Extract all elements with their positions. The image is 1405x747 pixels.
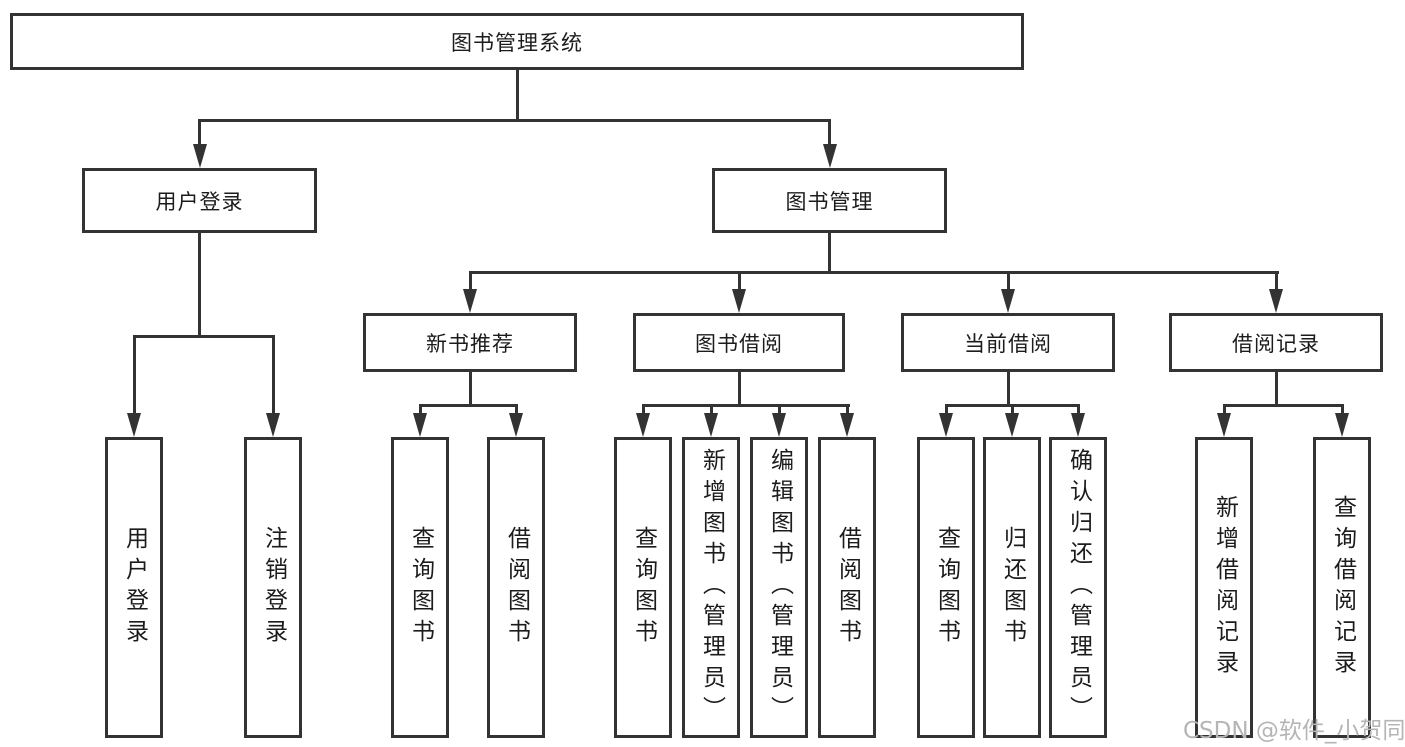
arrow-shaft bbox=[1010, 406, 1014, 419]
arrow-to-book-borrow bbox=[732, 273, 746, 313]
arrow-shaft bbox=[418, 406, 422, 419]
node-book-management: 图书管理 bbox=[712, 168, 947, 233]
arrow-shaft bbox=[1222, 406, 1226, 419]
arrow-head-icon bbox=[509, 413, 523, 437]
arrow-shaft bbox=[1274, 273, 1278, 295]
arrow-shaft bbox=[132, 337, 136, 419]
arrow-shaft bbox=[1006, 273, 1010, 295]
arrow-to-current-query bbox=[939, 406, 953, 437]
arrow-head-icon bbox=[463, 289, 477, 313]
arrow-to-login-leaf bbox=[127, 337, 141, 437]
leaf-user-login: 用户登录 bbox=[105, 437, 163, 738]
arrow-head-icon bbox=[636, 413, 650, 437]
arrow-to-current-borrow bbox=[1001, 273, 1015, 313]
connector-user-login-stem bbox=[198, 233, 201, 338]
arrow-to-borrow-add bbox=[704, 406, 718, 437]
connector-current-stem bbox=[1006, 372, 1010, 407]
leaf-recommend-borrow: 借阅图书 bbox=[487, 437, 545, 738]
arrow-shaft bbox=[944, 406, 948, 419]
arrow-head-icon bbox=[732, 289, 746, 313]
arrow-head-icon bbox=[822, 144, 837, 168]
arrow-to-borrow-edit bbox=[772, 406, 786, 437]
connector-book-mgmt-rail bbox=[468, 271, 1279, 274]
arrow-shaft bbox=[271, 337, 275, 419]
arrow-to-logout-leaf bbox=[266, 337, 280, 437]
connector-records-rail bbox=[1222, 404, 1344, 407]
arrow-shaft bbox=[709, 406, 713, 419]
leaf-records-query: 查询借阅记录 bbox=[1313, 437, 1371, 738]
node-user-login: 用户登录 bbox=[82, 168, 317, 233]
leaf-borrow-add-admin: 新增图书（管理员） bbox=[682, 437, 740, 738]
connector-user-login-rail bbox=[132, 335, 275, 338]
connector-root-stem bbox=[515, 70, 519, 122]
connector-borrow-rail bbox=[641, 404, 850, 407]
arrow-head-icon bbox=[772, 413, 786, 437]
connector-recommend-rail bbox=[418, 404, 518, 407]
arrow-head-icon bbox=[127, 413, 141, 437]
arrow-to-borrow-query bbox=[636, 406, 650, 437]
connector-records-stem bbox=[1274, 372, 1278, 407]
arrow-to-current-confirm bbox=[1071, 406, 1085, 437]
connector-book-mgmt-stem bbox=[828, 233, 831, 273]
connector-borrow-stem bbox=[737, 372, 741, 407]
leaf-current-query: 查询图书 bbox=[917, 437, 975, 738]
node-library-system: 图书管理系统 bbox=[10, 13, 1024, 70]
arrow-head-icon bbox=[266, 413, 280, 437]
arrow-shaft bbox=[198, 121, 201, 150]
arrow-to-new-book-recommend bbox=[463, 273, 477, 313]
arrow-shaft bbox=[1076, 406, 1080, 419]
arrow-to-current-return bbox=[1005, 406, 1019, 437]
connector-current-rail bbox=[944, 404, 1080, 407]
node-new-book-recommend: 新书推荐 bbox=[363, 313, 577, 372]
node-current-borrow: 当前借阅 bbox=[901, 313, 1115, 372]
leaf-recommend-query: 查询图书 bbox=[391, 437, 449, 738]
leaf-current-confirm-admin: 确认归还（管理员） bbox=[1049, 437, 1107, 738]
arrow-head-icon bbox=[1001, 289, 1015, 313]
leaf-current-return: 归还图书 bbox=[983, 437, 1041, 738]
leaf-borrow-query: 查询图书 bbox=[614, 437, 672, 738]
arrow-shaft bbox=[1340, 406, 1344, 419]
leaf-borrow-edit-admin: 编辑图书（管理员） bbox=[750, 437, 808, 738]
leaf-logout: 注销登录 bbox=[244, 437, 302, 738]
arrow-head-icon bbox=[939, 413, 953, 437]
arrow-head-icon bbox=[1071, 413, 1085, 437]
arrow-head-icon bbox=[1217, 413, 1231, 437]
node-borrow-records: 借阅记录 bbox=[1169, 313, 1383, 372]
arrow-shaft bbox=[777, 406, 781, 419]
csdn-watermark: CSDN @软件_小贺同学 bbox=[1183, 718, 1405, 744]
arrow-shaft bbox=[737, 273, 741, 295]
leaf-borrow-borrow: 借阅图书 bbox=[818, 437, 876, 738]
arrow-to-records-add bbox=[1217, 406, 1231, 437]
arrow-shaft bbox=[845, 406, 849, 419]
leaf-records-add: 新增借阅记录 bbox=[1195, 437, 1253, 738]
arrow-head-icon bbox=[1005, 413, 1019, 437]
arrow-shaft bbox=[514, 406, 518, 419]
arrow-to-user-login bbox=[192, 121, 207, 168]
connector-root-rail bbox=[198, 119, 831, 122]
arrow-to-borrow-records bbox=[1269, 273, 1283, 313]
arrow-to-recommend-query bbox=[413, 406, 427, 437]
arrow-to-recommend-borrow bbox=[509, 406, 523, 437]
arrow-head-icon bbox=[1335, 413, 1349, 437]
arrow-head-icon bbox=[192, 144, 207, 168]
node-book-borrow: 图书借阅 bbox=[633, 313, 845, 372]
arrow-head-icon bbox=[1269, 289, 1283, 313]
arrow-to-book-management bbox=[822, 121, 837, 168]
arrow-head-icon bbox=[413, 413, 427, 437]
arrow-shaft bbox=[641, 406, 645, 419]
arrow-head-icon bbox=[840, 413, 854, 437]
arrow-shaft bbox=[828, 121, 831, 150]
arrow-to-records-query bbox=[1335, 406, 1349, 437]
arrow-shaft bbox=[468, 273, 472, 295]
connector-recommend-stem bbox=[468, 372, 472, 407]
arrow-head-icon bbox=[704, 413, 718, 437]
arrow-to-borrow-borrow bbox=[840, 406, 854, 437]
